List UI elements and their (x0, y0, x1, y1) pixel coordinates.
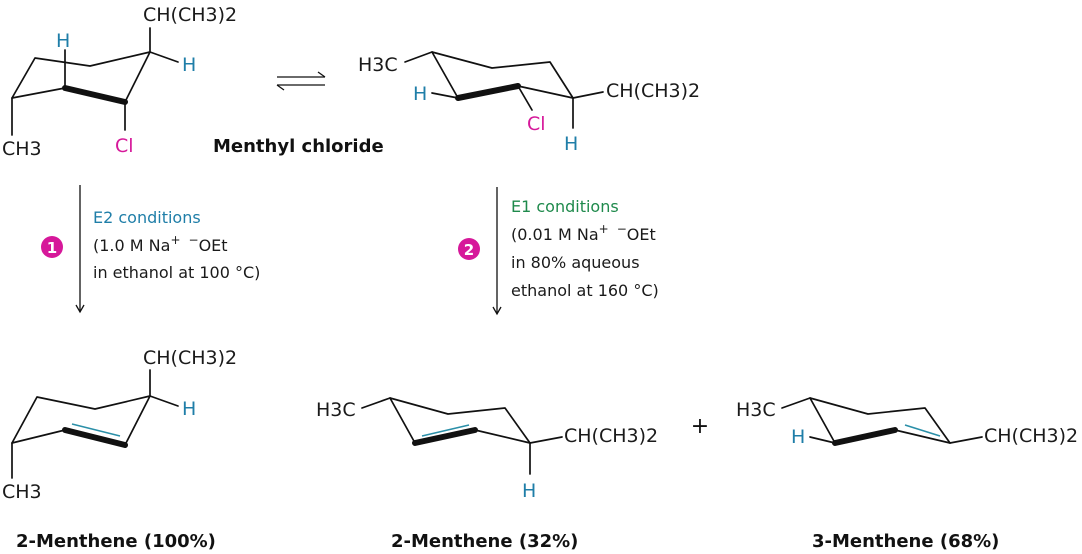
chlorine-label: Cl (527, 113, 546, 135)
equilibrium-arrows (276, 71, 326, 91)
product-3-name: 3-Menthene (68%) (812, 531, 999, 552)
step1-condition-line1: (1.0 M Na+−OEt (93, 233, 228, 255)
step1-title: E2 conditions (93, 208, 201, 227)
methyl-label: H3C (736, 399, 776, 421)
step2-badge-number: 2 (464, 241, 474, 259)
hydrogen-label: H (182, 54, 196, 76)
step1-condition-line2: in ethanol at 100 °C) (93, 263, 260, 282)
step2-badge (458, 238, 480, 260)
isopropyl-label: CH(CH3)2 (564, 425, 658, 447)
product-2-name: 2-Menthene (32%) (391, 531, 578, 552)
step2-condition-line2: in 80% aqueous (511, 253, 640, 272)
reactant-right-chair: H3C H Cl H CH(CH3)2 (358, 51, 700, 155)
isopropyl-label: CH(CH3)2 (606, 80, 700, 102)
product-2-structure: H3C CH(CH3)2 H (316, 397, 658, 502)
step2-title: E1 conditions (511, 197, 619, 216)
isopropyl-label: CH(CH3)2 (143, 347, 237, 369)
hydrogen-label: H (182, 398, 196, 420)
reactant-name: Menthyl chloride (213, 136, 384, 157)
isopropyl-label: CH(CH3)2 (984, 425, 1078, 447)
product-1-structure: CH(CH3)2 H CH3 (2, 347, 237, 503)
hydrogen-label: H (564, 133, 578, 155)
product-3-structure: H3C H CH(CH3)2 (736, 397, 1078, 448)
step1-badge (41, 236, 63, 258)
step2-arrow: 2 E1 conditions (0.01 M Na+−OEt in 80% a… (458, 187, 659, 316)
product-1-name: 2-Menthene (100%) (16, 531, 216, 552)
methyl-label: H3C (316, 399, 356, 421)
hydrogen-label: H (413, 83, 427, 105)
step1-arrow: 1 E2 conditions (1.0 M Na+−OEt in ethano… (41, 185, 260, 314)
step2-condition-line3: ethanol at 160 °C) (511, 281, 659, 300)
step1-badge-number: 1 (47, 239, 57, 257)
step2-condition-line1: (0.01 M Na+−OEt (511, 222, 656, 244)
hydrogen-label: H (522, 480, 536, 502)
methyl-label: H3C (358, 54, 398, 76)
chlorine-label: Cl (115, 135, 134, 157)
methyl-label: CH3 (2, 481, 42, 503)
hydrogen-label: H (56, 30, 70, 52)
plus-sign: + (691, 414, 709, 439)
methyl-label: CH3 (2, 138, 42, 160)
isopropyl-label: CH(CH3)2 (143, 4, 237, 26)
hydrogen-label: H (791, 426, 805, 448)
reactant-left-chair: CH(CH3)2 H H CH3 Cl (2, 4, 237, 160)
